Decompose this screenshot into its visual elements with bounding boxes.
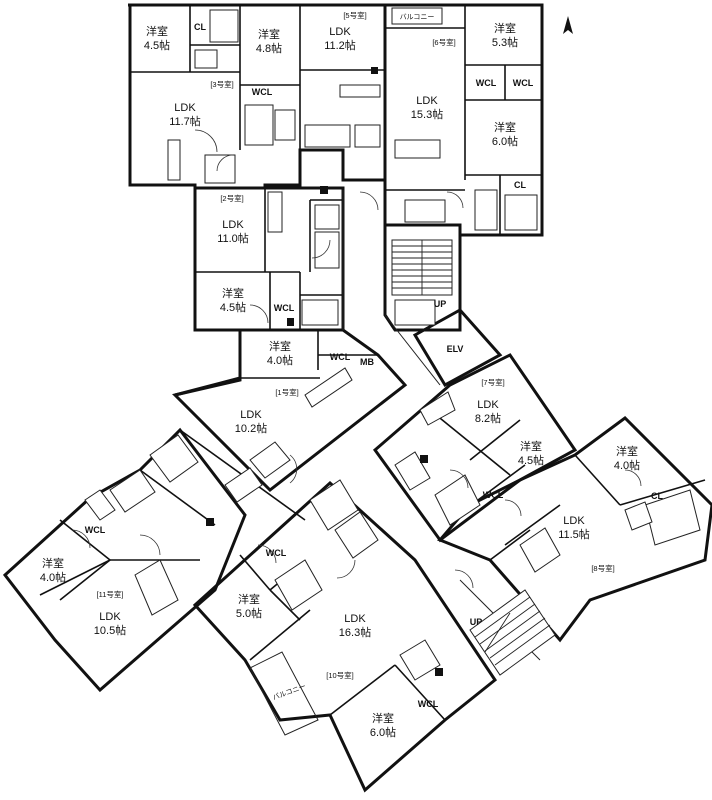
room-name: 洋室 bbox=[42, 556, 64, 570]
room-labels: 洋室 4.5帖 洋室 4.8帖 LDK 11.2帖 洋室 5.3帖 LDK 11… bbox=[40, 21, 640, 739]
room-name: LDK bbox=[329, 26, 351, 38]
unit-label-11: [11号室] bbox=[97, 589, 124, 599]
room-size: 4.0帖 bbox=[614, 459, 640, 472]
unit-label-5: [5号室] bbox=[343, 10, 366, 20]
unit-label-8: [8号室] bbox=[591, 563, 614, 573]
closet-label: WCL bbox=[85, 525, 106, 535]
room-size: 4.8帖 bbox=[256, 42, 282, 55]
room-size: 11.0帖 bbox=[217, 232, 249, 245]
room-name: LDK bbox=[222, 219, 244, 231]
room-name: 洋室 bbox=[372, 711, 394, 725]
closet-label: WCL bbox=[252, 87, 273, 97]
balcony-label-unit10: バルコニー bbox=[272, 682, 308, 701]
room-name: 洋室 bbox=[269, 339, 291, 353]
room-size: 4.5帖 bbox=[144, 39, 170, 52]
closet-label: CL bbox=[514, 180, 526, 190]
room-name: 洋室 bbox=[146, 24, 168, 38]
room-name: 洋室 bbox=[238, 592, 260, 606]
exterior-walls bbox=[2, 3, 712, 793]
unit-label-1: [1号室] bbox=[275, 387, 298, 397]
stair-up-label: UP bbox=[470, 617, 483, 627]
room-name: 洋室 bbox=[222, 286, 244, 300]
room-name: 洋室 bbox=[494, 21, 516, 35]
closet-label: WCL bbox=[513, 78, 534, 88]
door-swings bbox=[71, 129, 642, 589]
room-size: 11.2帖 bbox=[324, 39, 356, 52]
elevator-label: ELV bbox=[447, 344, 464, 354]
north-arrow-icon bbox=[563, 16, 573, 34]
room-name: 洋室 bbox=[616, 444, 638, 458]
room-name: LDK bbox=[344, 613, 366, 625]
room-size: 4.5帖 bbox=[518, 454, 544, 467]
room-size: 5.0帖 bbox=[236, 607, 262, 620]
room-name: LDK bbox=[563, 515, 585, 527]
structural-columns bbox=[206, 67, 443, 676]
staircase-bottom bbox=[469, 589, 556, 676]
closet-label: MB bbox=[360, 357, 374, 367]
stair-up-label: UP bbox=[434, 299, 447, 309]
staircase-top bbox=[391, 239, 453, 326]
balcony-top bbox=[391, 7, 443, 25]
room-size: 16.3帖 bbox=[339, 626, 371, 639]
room-size: 11.5帖 bbox=[558, 528, 590, 541]
room-name: LDK bbox=[99, 611, 121, 623]
closet-label: CL bbox=[651, 491, 663, 501]
room-size: 4.0帖 bbox=[267, 354, 293, 367]
room-name: 洋室 bbox=[520, 439, 542, 453]
balcony-label-top: バルコニー bbox=[400, 13, 435, 21]
closet-label: WCL bbox=[330, 352, 351, 362]
room-size: 10.5帖 bbox=[94, 624, 126, 637]
closet-label: WCL bbox=[418, 699, 439, 709]
room-size: 15.3帖 bbox=[411, 108, 443, 121]
room-size: 4.0帖 bbox=[40, 571, 66, 584]
fixtures bbox=[84, 9, 701, 681]
room-size: 11.7帖 bbox=[169, 115, 201, 128]
unit-label-10: [10号室] bbox=[326, 670, 354, 680]
room-size: 6.0帖 bbox=[492, 135, 518, 148]
room-name: LDK bbox=[416, 95, 438, 107]
closet-label: WCL bbox=[483, 490, 504, 500]
room-name: 洋室 bbox=[258, 27, 280, 41]
room-size: 5.3帖 bbox=[492, 36, 518, 49]
room-size: 6.0帖 bbox=[370, 726, 396, 739]
unit-label-7: [7号室] bbox=[481, 377, 504, 387]
closet-label: CL bbox=[194, 22, 206, 32]
room-name: LDK bbox=[174, 102, 196, 114]
room-size: 8.2帖 bbox=[475, 412, 501, 425]
closet-label: WCL bbox=[274, 303, 295, 313]
room-name: LDK bbox=[240, 409, 262, 421]
room-size: 4.5帖 bbox=[220, 301, 246, 314]
closet-label: WCL bbox=[476, 78, 497, 88]
closet-labels: CL WCL WCL WCL CL WCL WCL MB ELV UP UP W… bbox=[85, 22, 664, 709]
unit-label-6: [6号室] bbox=[432, 37, 455, 47]
unit-label-2: [2号室] bbox=[220, 193, 243, 203]
room-size: 10.2帖 bbox=[235, 422, 267, 435]
unit-label-3: [3号室] bbox=[210, 79, 233, 89]
balcony-unit10 bbox=[249, 651, 319, 736]
room-name: LDK bbox=[477, 399, 499, 411]
room-name: 洋室 bbox=[494, 120, 516, 134]
closet-label: WCL bbox=[266, 548, 287, 558]
